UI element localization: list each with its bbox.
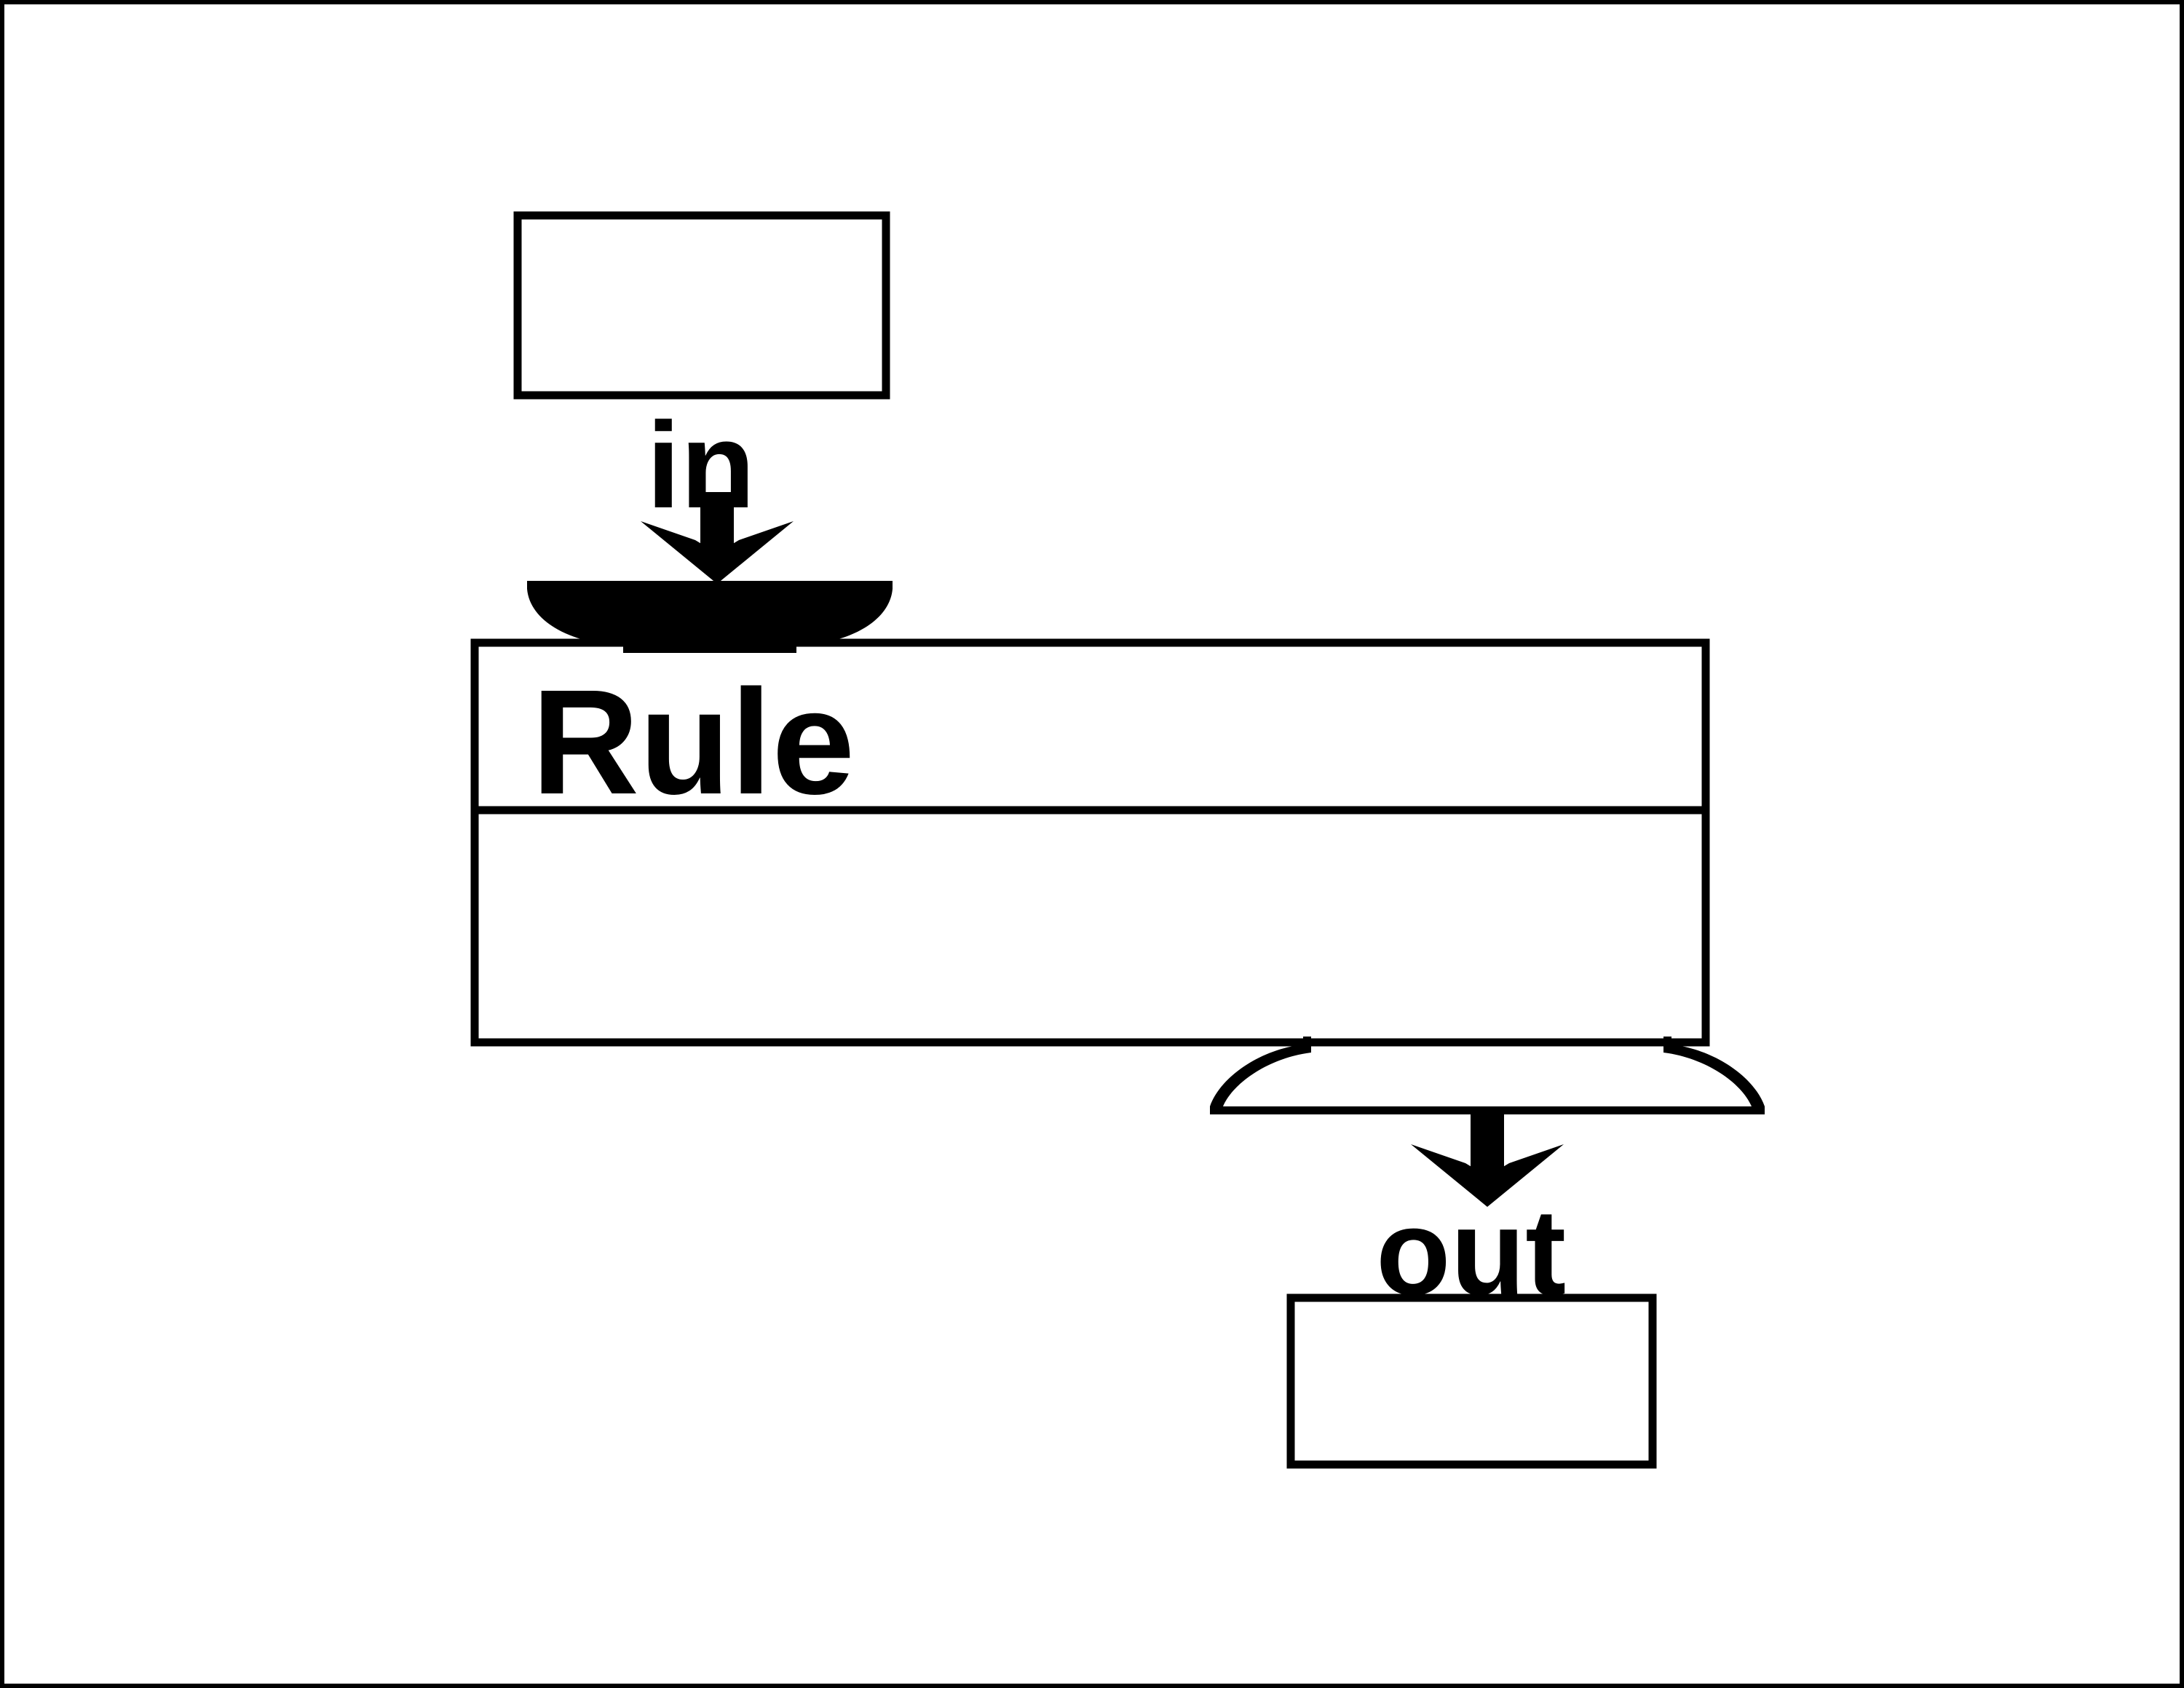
out-arrow-shaft <box>1471 1114 1504 1177</box>
output-node-box[interactable] <box>1286 1293 1657 1469</box>
output-port-funnel-shape <box>1210 1037 1765 1114</box>
out-arrow-head-icon <box>1411 1144 1564 1207</box>
rule-node-title: Rule <box>531 659 855 825</box>
in-arrow-shaft <box>700 492 734 555</box>
rule-node-box[interactable] <box>470 638 1710 1047</box>
in-edge-label: in <box>646 397 755 534</box>
input-port-funnel-icon <box>527 581 893 653</box>
input-node-box[interactable] <box>513 211 890 400</box>
in-arrow-head-icon <box>641 521 794 584</box>
